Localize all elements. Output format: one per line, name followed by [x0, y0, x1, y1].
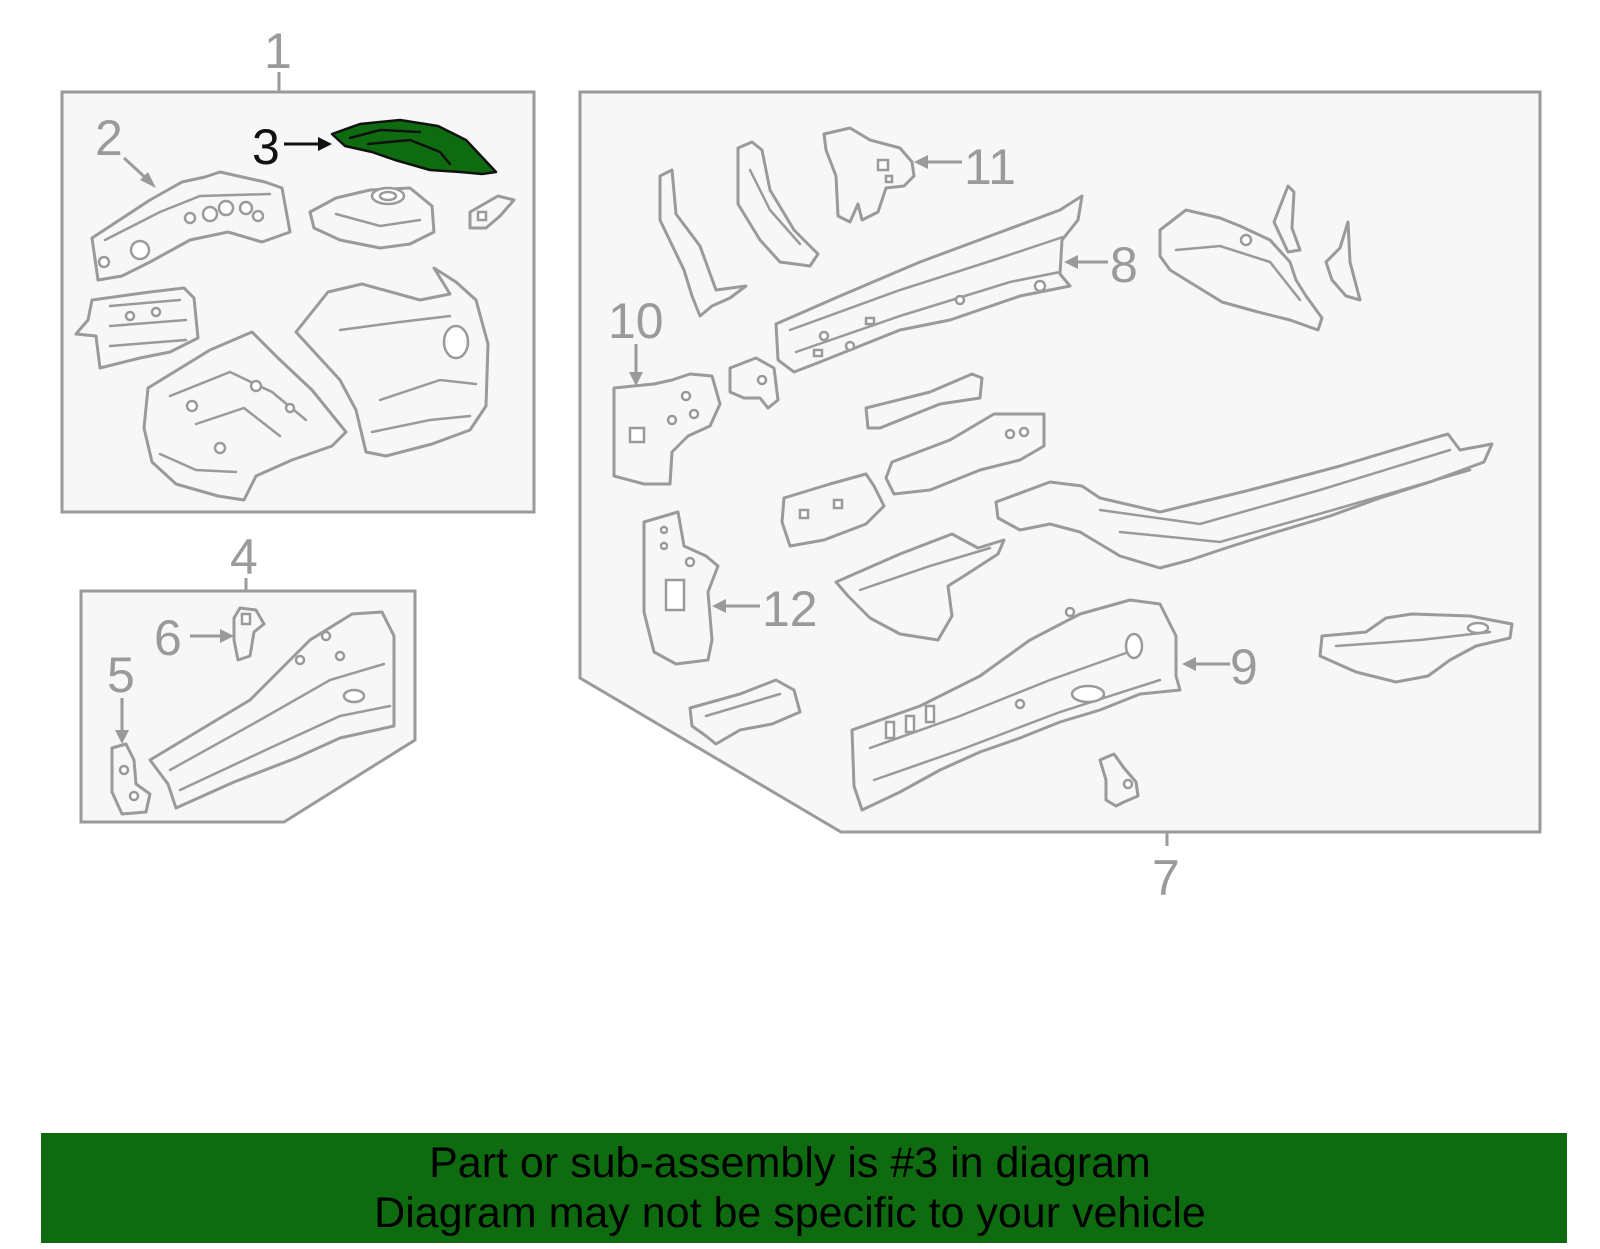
strut-tower-cap — [308, 186, 436, 250]
tall-bracket — [736, 140, 820, 268]
lower-left-bracket — [688, 678, 802, 746]
callout-11[interactable]: 11 — [964, 139, 1016, 195]
callout-1[interactable]: 1 — [264, 23, 292, 79]
center-bracket — [834, 532, 1006, 642]
part-5-bracket[interactable] — [110, 742, 152, 816]
apron-bracket-left — [74, 286, 200, 370]
callout-10[interactable]: 10 — [608, 293, 664, 349]
banner-line-1: Part or sub-assembly is #3 in diagram — [429, 1139, 1151, 1187]
pillar-strip — [658, 168, 748, 318]
callout-7[interactable]: 7 — [1152, 850, 1180, 906]
info-banner: Part or sub-assembly is #3 in diagram Di… — [41, 1133, 1567, 1243]
support-beam — [884, 412, 1046, 496]
part-12-pillar[interactable] — [642, 510, 720, 666]
callout-5[interactable]: 5 — [107, 647, 135, 703]
right-lower-bracket — [1318, 612, 1514, 684]
small-clip-lower — [1098, 752, 1140, 808]
part-9-lower-rail[interactable] — [850, 598, 1182, 812]
mid-bracket-left — [780, 472, 886, 548]
small-gusset-a — [1272, 184, 1302, 254]
dash-side-panel — [1158, 208, 1324, 332]
part-3-highlighted[interactable] — [330, 118, 498, 176]
callout-4[interactable]: 4 — [230, 529, 258, 585]
small-bracket-upper — [468, 194, 516, 230]
part-10-panel[interactable] — [612, 372, 722, 486]
group-box-7 — [578, 90, 1542, 834]
parts-diagram: 1 2 3 — [60, 23, 1542, 906]
rocker-rail — [994, 432, 1494, 570]
wheelhouse-inner — [142, 330, 348, 502]
callout-6[interactable]: 6 — [154, 610, 182, 666]
part-6-clip[interactable] — [232, 606, 266, 662]
callout-3[interactable]: 3 — [252, 119, 280, 175]
crossmember-small — [864, 372, 984, 430]
part-2-upper-rail[interactable] — [90, 170, 292, 282]
banner-line-2: Diagram may not be specific to your vehi… — [374, 1189, 1206, 1237]
part-11-bracket[interactable] — [822, 126, 916, 224]
small-gusset-b — [1324, 220, 1362, 302]
callout-2[interactable]: 2 — [95, 110, 123, 166]
small-clip-a — [728, 356, 780, 410]
callout-9[interactable]: 9 — [1230, 639, 1258, 695]
part-8-main-rail[interactable] — [774, 194, 1084, 374]
callout-8[interactable]: 8 — [1110, 237, 1138, 293]
group-4-rail — [148, 610, 396, 810]
callout-12[interactable]: 12 — [762, 581, 818, 637]
wheel-arch-panel — [294, 266, 490, 458]
